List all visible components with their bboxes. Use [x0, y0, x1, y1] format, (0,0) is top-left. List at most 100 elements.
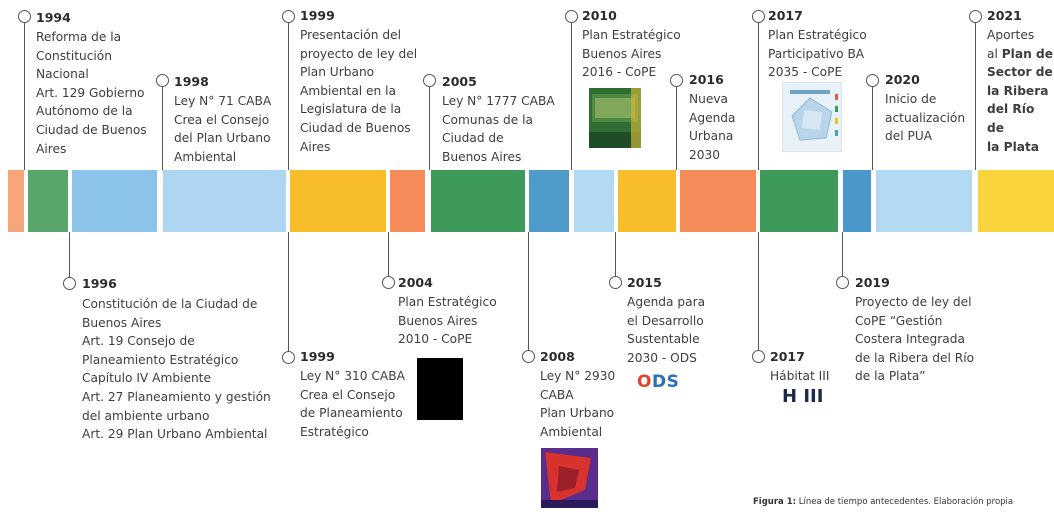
band-segment [574, 170, 614, 232]
connector-line [388, 232, 389, 277]
band-segment [843, 170, 871, 232]
connector-line [528, 232, 529, 352]
event-year: 2015 [627, 275, 662, 290]
event-marker [63, 277, 76, 290]
event-marker [670, 74, 683, 87]
connector-line [615, 232, 616, 277]
event-description: Presentación del proyecto de ley del Pla… [300, 28, 418, 154]
event-2019: 2019 Proyecto de ley del CoPE “Gestión C… [855, 275, 974, 386]
event-description: Ley N° 2930 CABA Plan Urbano Ambiental [540, 369, 616, 439]
event-2020: 2020 Inicio de actualización del PUA [885, 72, 965, 146]
connector-line [571, 21, 572, 170]
event-description: Reforma de la Constitución Nacional Art.… [36, 30, 147, 156]
event-1999-presentation: 1999 Presentación del proyecto de ley de… [300, 8, 417, 156]
event-description: Constitución de la Ciudad de Buenos Aire… [82, 297, 271, 442]
band-segment [390, 170, 425, 232]
connector-line [288, 232, 289, 352]
event-marker [156, 74, 169, 87]
event-marker [866, 74, 879, 87]
band-segment [163, 170, 286, 232]
cover-thumbnail-2017 [781, 81, 843, 153]
connector-line [429, 85, 430, 170]
event-2017-habitat: 2017 Hábitat III [770, 349, 829, 386]
event-year: 2017 [768, 8, 803, 23]
connector-line [758, 232, 759, 352]
event-marker [752, 350, 765, 363]
band-segment [876, 170, 972, 232]
connector-line [758, 21, 759, 170]
event-marker [609, 276, 622, 289]
band-segment [72, 170, 157, 232]
ods-logo: ODS [637, 372, 679, 392]
event-marker [282, 10, 295, 23]
event-description: Plan Estratégico Buenos Aires 2010 - CoP… [398, 295, 497, 347]
event-year: 1999 [300, 349, 335, 364]
event-2015: 2015 Agenda para el Desarrollo Sustentab… [627, 275, 705, 367]
band-segment [290, 170, 386, 232]
band-segment [8, 170, 24, 232]
event-marker [423, 74, 436, 87]
band-segment [28, 170, 68, 232]
habitat-logo: H III [782, 386, 824, 407]
event-description: Ley N° 1777 CABA Comunas de la Ciudad de… [442, 94, 555, 164]
band-segment [680, 170, 756, 232]
event-year: 2008 [540, 349, 575, 364]
event-year: 2021 [987, 8, 1022, 23]
event-year: 2005 [442, 74, 477, 89]
event-marker [752, 10, 765, 23]
ods-logo-letters: DS [651, 372, 680, 392]
event-description-plain: Aportes al [987, 28, 1035, 61]
event-marker [565, 10, 578, 23]
band-segment [529, 170, 569, 232]
event-year: 2004 [398, 275, 433, 290]
event-year: 1998 [174, 74, 209, 89]
connector-line [842, 232, 843, 277]
event-year: 1996 [82, 276, 117, 291]
event-year: 2016 [689, 72, 724, 87]
band-segment [760, 170, 838, 232]
cover-thumbnail-2008 [541, 448, 598, 508]
connector-line [288, 21, 289, 170]
band-segment [618, 170, 676, 232]
event-2004: 2004 Plan Estratégico Buenos Aires 2010 … [398, 275, 497, 349]
event-year: 2010 [582, 8, 617, 23]
event-description: Aportes al Plan de Sector de la Ribera d… [987, 26, 1054, 156]
event-marker [836, 276, 849, 289]
connector-line [975, 21, 976, 170]
event-marker [282, 351, 295, 364]
event-description: Hábitat III [770, 369, 830, 383]
caption-label: Figura 1: [753, 497, 797, 507]
connector-line [872, 85, 873, 170]
event-description: Proyecto de ley del CoPE “Gestión Coster… [855, 295, 975, 384]
event-marker [969, 10, 982, 23]
connector-line [162, 85, 163, 170]
connector-line [69, 232, 70, 278]
cover-graphic [781, 81, 843, 153]
ods-logo-text: ODS [637, 372, 679, 392]
event-description: Inicio de actualización del PUA [885, 92, 966, 144]
event-description: Plan Estratégico Buenos Aires 2016 - CoP… [582, 28, 681, 80]
cover-graphic [541, 448, 598, 508]
event-2008: 2008 Ley N° 2930 CABA Plan Urbano Ambien… [540, 349, 615, 441]
event-1994: 1994 Reforma de la Constitución Nacional… [36, 10, 147, 158]
event-description: Ley N° 310 CABA Crea el Consejo de Plane… [300, 369, 405, 439]
event-description: Agenda para el Desarrollo Sustentable 20… [627, 295, 706, 365]
event-year: 2019 [855, 275, 890, 290]
band-segment [431, 170, 525, 232]
event-year: 2020 [885, 72, 920, 87]
event-1998: 1998 Ley N° 71 CABA Crea el Consejo del … [174, 74, 271, 166]
event-description-bold: Plan de Sector de la Ribera del Río de l… [987, 46, 1053, 154]
figure-caption: Figura 1: Línea de tiempo antecedentes. … [753, 497, 1013, 507]
event-description: Plan Estratégico Participativo BA 2035 -… [768, 28, 867, 80]
event-marker [18, 10, 31, 23]
event-1996: 1996 Constitución de la Ciudad de Buenos… [82, 276, 271, 444]
ods-logo-letter: O [637, 372, 652, 392]
event-2021: 2021 Aportes al Plan de Sector de la Rib… [987, 8, 1054, 156]
event-1999-ley310: 1999 Ley N° 310 CABA Crea el Consejo de … [300, 349, 405, 441]
caption-text: Línea de tiempo antecedentes. Elaboració… [796, 497, 1014, 507]
event-description: Ley N° 71 CABA Crea el Consejo del Plan … [174, 94, 272, 164]
event-marker [382, 276, 395, 289]
event-marker [522, 350, 535, 363]
event-2005: 2005 Ley N° 1777 CABA Comunas de la Ciud… [442, 74, 555, 166]
